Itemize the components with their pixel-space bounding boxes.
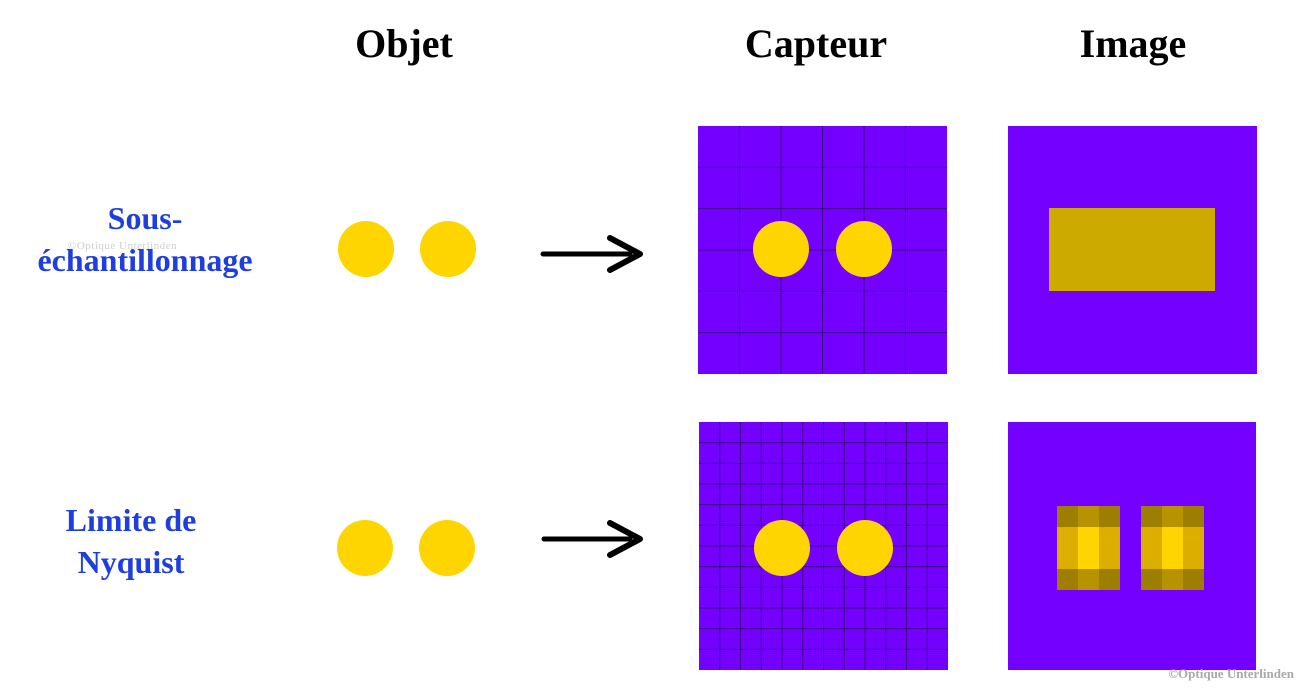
object-dot-right [419, 520, 475, 576]
row-label-line-2: échantillonnage [37, 242, 253, 278]
row-label-line-1: Limite de [65, 502, 197, 538]
resolved-spot-left [1057, 506, 1120, 590]
sensor-coarse-grid [698, 126, 947, 374]
arrow-right-icon [540, 235, 643, 273]
row-label-limite-de-nyquist: Limite de Nyquist [0, 499, 262, 583]
image-nyquist [1008, 422, 1256, 670]
row-label-line-2: Nyquist [77, 544, 185, 580]
object-dot-left [338, 221, 394, 277]
sensor-dot-right [837, 520, 893, 576]
object-dot-right [420, 221, 476, 277]
row-label-sous-echantillonnage: Sous- échantillonnage [0, 197, 290, 281]
small-watermark: ©Optique Unterlinden [68, 240, 178, 252]
object-dot-left [337, 520, 393, 576]
header-image: Image [1079, 21, 1187, 66]
arrow-right-icon [541, 520, 643, 558]
row-label-line-1: Sous- [107, 200, 183, 236]
merged-blur-block [1049, 208, 1215, 291]
sensor-dot-left [754, 520, 810, 576]
copyright-credit: ©Optique Unterlinden [1168, 666, 1294, 681]
sensor-dot-right [836, 221, 892, 277]
sensor-grid-lines [698, 126, 947, 374]
header-capteur: Capteur [744, 21, 888, 66]
header-objet: Objet [355, 21, 453, 66]
image-undersampled [1008, 126, 1257, 374]
resolved-spot-right [1141, 506, 1204, 590]
sensor-fine-grid [699, 422, 948, 670]
sensor-dot-left [753, 221, 809, 277]
